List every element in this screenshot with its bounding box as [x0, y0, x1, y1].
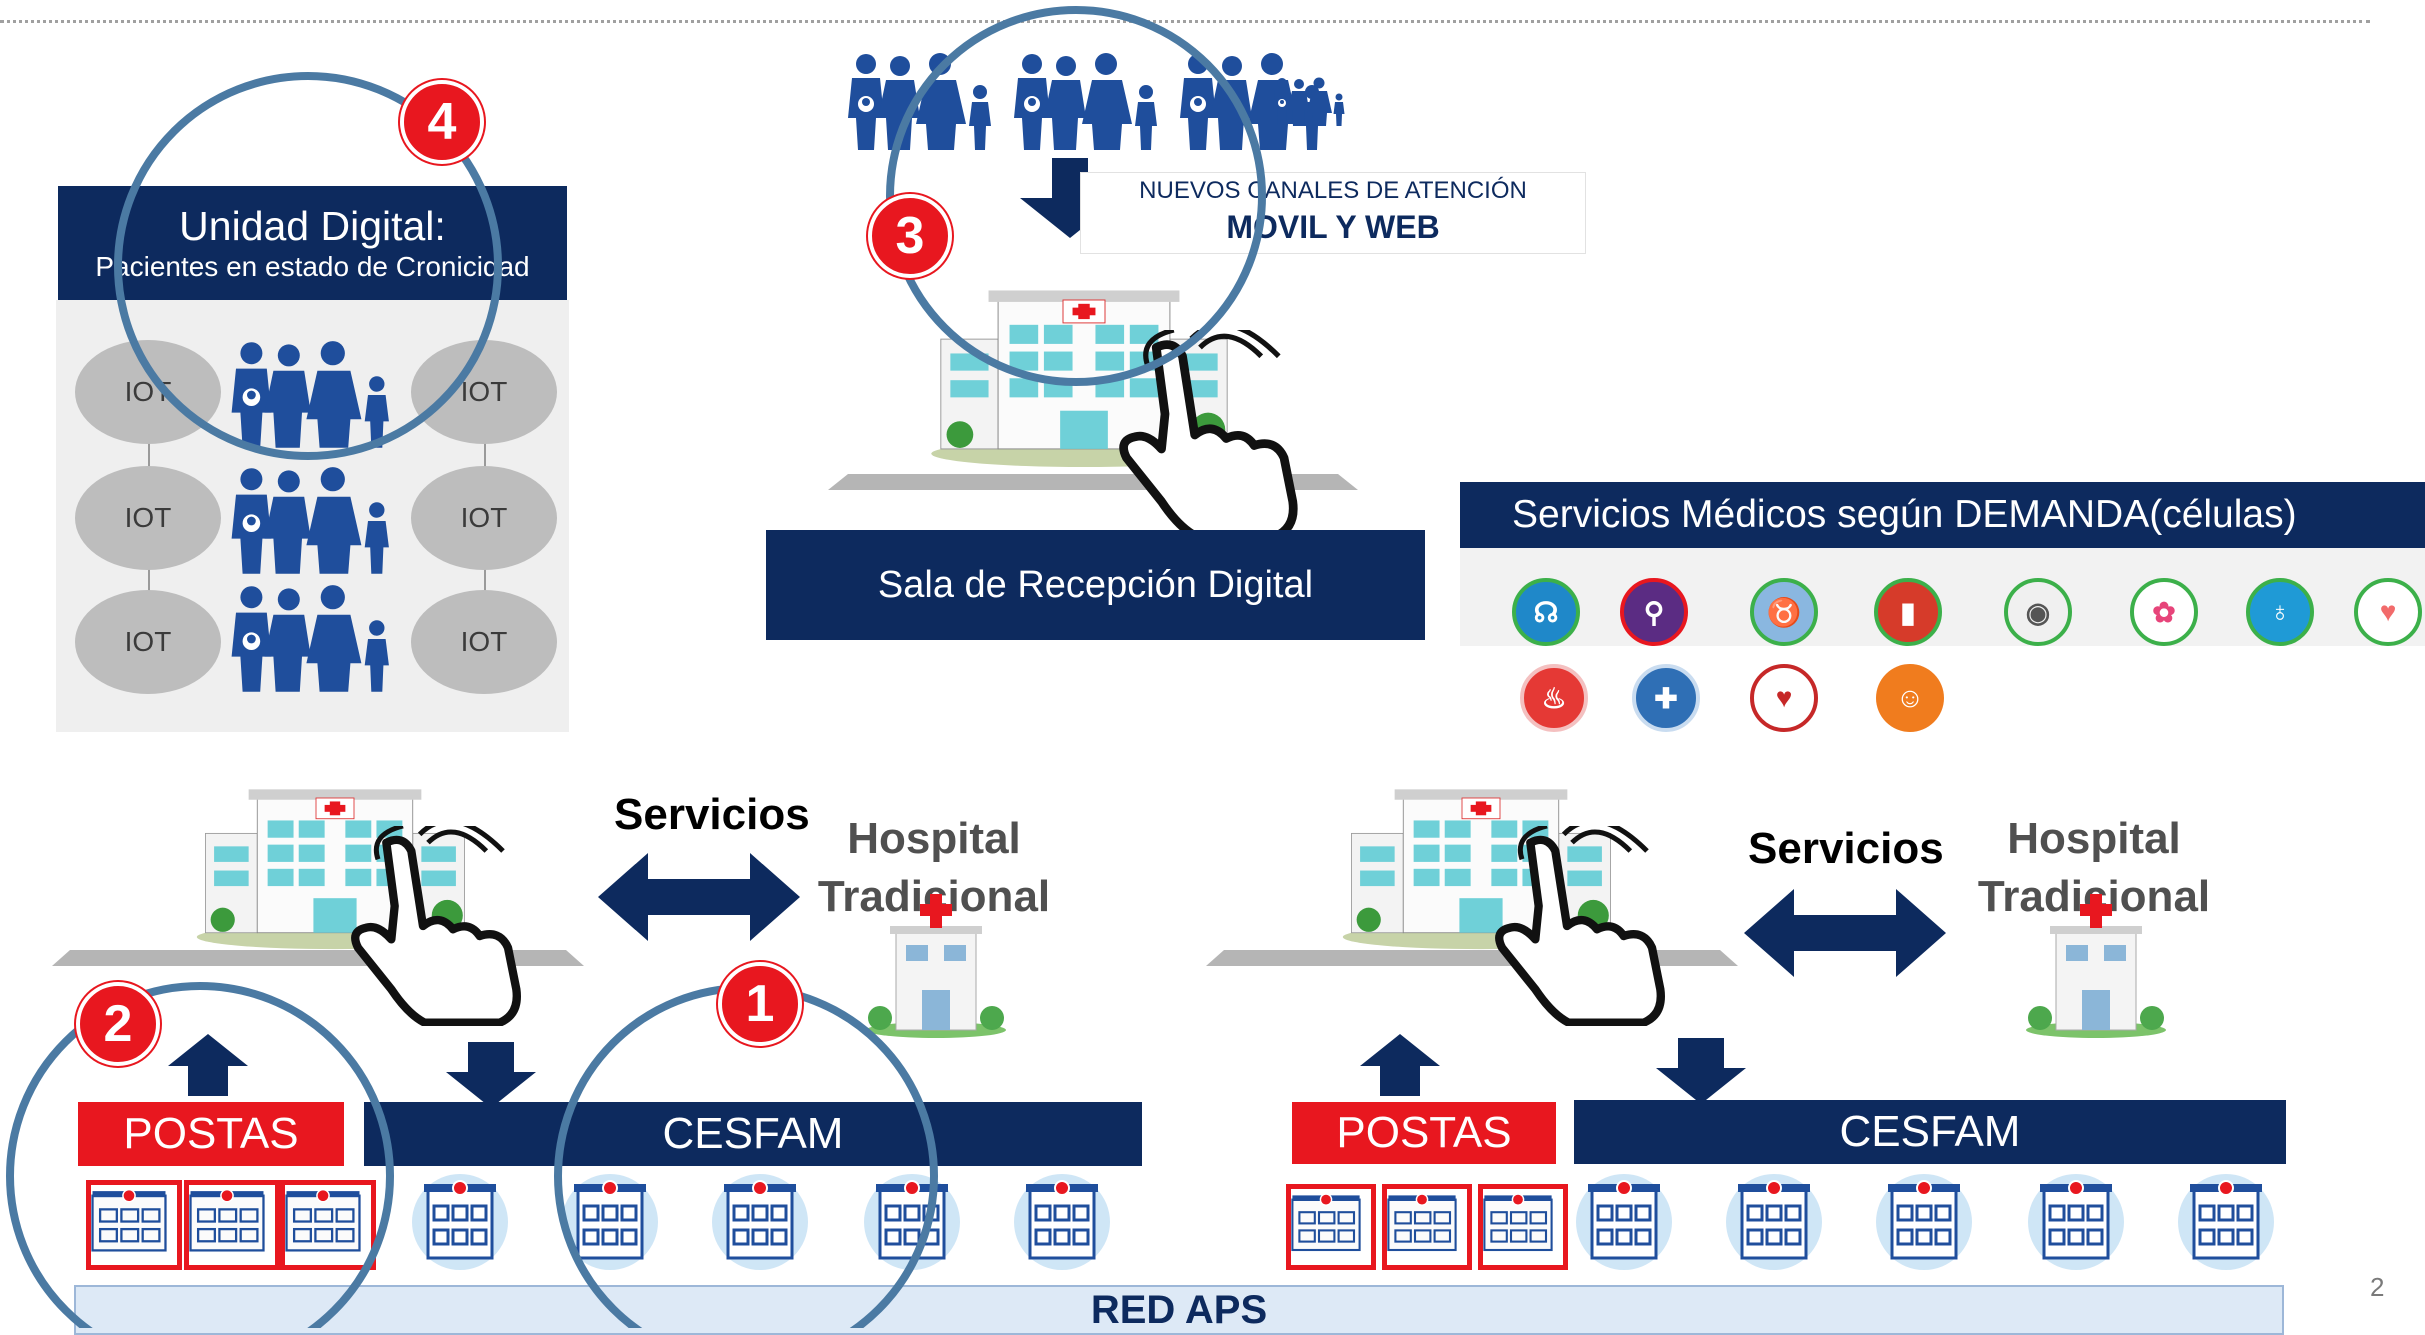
step-badge-3: 3: [868, 194, 952, 278]
kidney-icon: ♉: [1750, 578, 1818, 646]
family-icon: [842, 52, 1002, 152]
heartbeat-icon: ♥: [1750, 664, 1818, 732]
cesfam-label: CESFAM: [1574, 1100, 2286, 1164]
small-hospital-icon: [866, 890, 1006, 1040]
canales-line2: MOVIL Y WEB: [1226, 209, 1440, 245]
unidad-digital-header: Unidad Digital: Pacientes en estado de C…: [58, 186, 567, 300]
cesfam-building-icon: [560, 1172, 660, 1272]
postas-label: POSTAS: [1292, 1102, 1556, 1164]
up-arrow-icon: [1360, 1034, 1440, 1096]
cesfam-building-icon: [862, 1172, 962, 1272]
postas-label: POSTAS: [78, 1102, 344, 1166]
iot-node: IOT: [75, 590, 221, 694]
nurse-cap-icon: ✚: [1632, 664, 1700, 732]
hospital-tradicional-label: Hospital Tradicional: [808, 810, 1060, 926]
brain-icon: ☊: [1512, 578, 1580, 646]
glucometer-icon: ▮: [1874, 578, 1942, 646]
cancer-ribbon-icon: ✿: [2130, 578, 2198, 646]
cesfam-building-icon: [1012, 1172, 1112, 1272]
iot-node: IOT: [75, 340, 221, 444]
iot-node: IOT: [411, 590, 557, 694]
down-arrow-icon: [446, 1042, 536, 1108]
step-badge-1: 1: [718, 962, 802, 1046]
stethoscope-icon: ♁: [2246, 578, 2314, 646]
family-icon: [1270, 52, 1350, 152]
posta-building-icon: [280, 1180, 376, 1270]
hospital-line1: Hospital: [847, 814, 1021, 863]
eye-icon: ◉: [2004, 578, 2072, 646]
up-arrow-icon: [168, 1034, 248, 1096]
double-arrow-icon: [1744, 889, 1946, 977]
double-arrow-icon: [598, 853, 800, 941]
posta-building-icon: [86, 1180, 182, 1270]
iot-node: IOT: [75, 466, 221, 570]
step-badge-4: 4: [400, 80, 484, 164]
servicios-medicos-title: Servicios Médicos según DEMANDA(células): [1460, 482, 2425, 548]
posta-building-icon: [1478, 1184, 1568, 1270]
sala-recepcion-digital: Sala de Recepción Digital: [766, 530, 1425, 640]
unidad-digital-subtitle: Pacientes en estado de Cronicidad: [95, 251, 530, 282]
iot-node: IOT: [411, 466, 557, 570]
cesfam-label: CESFAM: [364, 1102, 1142, 1166]
elderly-couple-icon: ☺: [1876, 664, 1944, 732]
canales-box: NUEVOS CANALES DE ATENCIÓN MOVIL Y WEB: [1080, 172, 1586, 254]
family-icon: [225, 584, 401, 694]
touch-hand-icon: [1456, 826, 1688, 1026]
cesfam-building-icon: [1724, 1172, 1824, 1272]
burn-icon: ♨: [1520, 664, 1588, 732]
heart-monitor-icon: ♥: [2354, 578, 2422, 646]
family-icon: [225, 340, 401, 450]
servicios-label: Servicios: [614, 790, 810, 839]
posta-building-icon: [1286, 1184, 1376, 1270]
page-number: 2: [2370, 1272, 2385, 1302]
iot-node: IOT: [411, 340, 557, 444]
touch-hand-icon: [1080, 330, 1320, 540]
family-icon: [225, 466, 401, 576]
cesfam-building-icon: [1874, 1172, 1974, 1272]
cesfam-building-icon: [2176, 1172, 2276, 1272]
hospital-line1: Hospital: [2007, 814, 2181, 863]
family-icon: [1008, 52, 1168, 152]
cesfam-building-icon: [1574, 1172, 1674, 1272]
unidad-digital-title: Unidad Digital:: [179, 203, 446, 249]
doctor-search-icon: ⚲: [1620, 578, 1688, 646]
red-aps-bar: RED APS: [74, 1285, 2284, 1335]
touch-hand-icon: [312, 826, 544, 1026]
posta-building-icon: [1382, 1184, 1472, 1270]
step-badge-2: 2: [76, 982, 160, 1066]
servicios-label: Servicios: [1748, 824, 1944, 873]
cesfam-building-icon: [2026, 1172, 2126, 1272]
top-divider: [0, 20, 2370, 23]
small-hospital-icon: [2026, 890, 2166, 1040]
posta-building-icon: [184, 1180, 280, 1270]
cesfam-building-icon: [710, 1172, 810, 1272]
canales-line1: NUEVOS CANALES DE ATENCIÓN: [1139, 177, 1527, 204]
cesfam-building-icon: [410, 1172, 510, 1272]
down-arrow-icon: [1656, 1038, 1746, 1104]
